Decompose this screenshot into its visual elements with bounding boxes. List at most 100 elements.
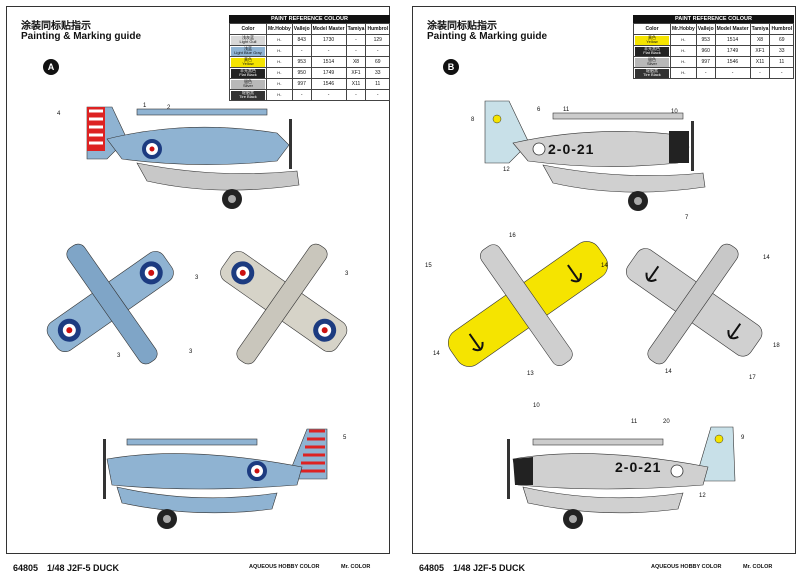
callout-number: 17 <box>749 375 756 381</box>
sheet-title-en: Painting & Marking guide <box>427 31 548 42</box>
table-cell: 33 <box>769 45 795 57</box>
table-cell: - <box>365 45 391 57</box>
table-cell: 950 <box>291 67 312 79</box>
mr-hobby-cell: H- <box>670 45 697 57</box>
table-cell: 1749 <box>310 67 347 79</box>
table-cell: - <box>365 89 391 101</box>
mr-hobby-cell: H- <box>670 67 697 79</box>
table-cell: 129 <box>365 34 391 46</box>
callout-number: 14 <box>665 369 672 375</box>
table-cell: XF1 <box>345 67 367 79</box>
table-cell: 69 <box>365 56 391 68</box>
callout-number: 1 <box>143 103 147 109</box>
bottom-view-illustration <box>626 243 763 365</box>
table-header: Model Master <box>714 23 751 35</box>
scheme-badge: A <box>43 59 59 75</box>
table-cell: X11 <box>345 78 367 90</box>
table-header: Humbrol <box>365 23 391 35</box>
table-cell: - <box>345 45 367 57</box>
callout-number: 15 <box>425 263 432 269</box>
table-header: Tamiya <box>749 23 771 35</box>
table-cell: - <box>345 89 367 101</box>
table-header: Color <box>229 23 267 35</box>
aircraft-code-label: 2-0-21 <box>615 459 662 475</box>
side-view-right-illustration <box>103 428 328 529</box>
paint-reference-table: PAINT REFERENCE COLOUR Color Mr.Hobby Va… <box>633 15 795 79</box>
callout-number: 5 <box>343 435 347 441</box>
brand-mr-color-label: Mr. COLOR <box>743 564 773 570</box>
table-cell: 69 <box>769 34 795 46</box>
mr-hobby-cell: H- <box>670 34 697 46</box>
table-cell: 1730 <box>310 34 347 46</box>
table-cell: 1546 <box>714 56 751 68</box>
table-cell: - <box>749 67 771 79</box>
footer-product-code: 64805 <box>13 563 39 573</box>
footer-product-title: 1/48 J2F-5 DUCK <box>453 563 526 573</box>
table-cell: 1546 <box>310 78 347 90</box>
brand-mr-color-label: Mr. COLOR <box>341 564 371 570</box>
table-cell: 997 <box>291 78 312 90</box>
aircraft-code-label: 2-0-21 <box>548 141 595 157</box>
table-cell: XF1 <box>749 45 771 57</box>
callout-number: 3 <box>345 271 349 277</box>
side-view-left-illustration <box>86 106 300 209</box>
callout-number: 4 <box>57 111 61 117</box>
table-cell: 11 <box>365 78 391 90</box>
sheet-title-cn: 涂装同标贴指示 <box>427 21 497 32</box>
table-cell: - <box>714 67 751 79</box>
table-cell: 843 <box>291 34 312 46</box>
callout-number: 7 <box>685 215 689 221</box>
callout-number: 10 <box>533 403 540 409</box>
mr-hobby-cell: H- <box>670 56 697 68</box>
top-view-illustration <box>46 243 174 365</box>
table-header-row: Color Mr.Hobby Vallejo Model Master Tami… <box>633 23 795 35</box>
table-cell: - <box>769 67 795 79</box>
footer-product-title: 1/48 J2F-5 DUCK <box>47 563 120 573</box>
callout-number: 6 <box>537 107 541 113</box>
callout-number: 16 <box>509 233 516 239</box>
table-header: Color <box>633 23 671 35</box>
callout-number: 13 <box>527 371 534 377</box>
table-cell: - <box>345 34 367 46</box>
callout-number: 11 <box>631 419 638 425</box>
table-caption: PAINT REFERENCE COLOUR <box>229 15 391 23</box>
table-cell: X8 <box>749 34 771 46</box>
mr-hobby-cell: H- <box>266 78 293 90</box>
callout-number: 3 <box>195 275 199 281</box>
callout-number: 20 <box>663 419 670 425</box>
mr-hobby-cell: H- <box>266 45 293 57</box>
table-header: Mr.Hobby <box>266 23 293 35</box>
table-cell: 1514 <box>714 34 751 46</box>
table-cell: - <box>291 45 312 57</box>
table-header: Tamiya <box>345 23 367 35</box>
callout-number: 8 <box>471 117 475 123</box>
mr-hobby-cell: H- <box>266 56 293 68</box>
sheet-a: 涂装同标贴指示 Painting & Marking guide A PAINT… <box>6 6 391 573</box>
side-view-left-illustration <box>484 100 706 211</box>
